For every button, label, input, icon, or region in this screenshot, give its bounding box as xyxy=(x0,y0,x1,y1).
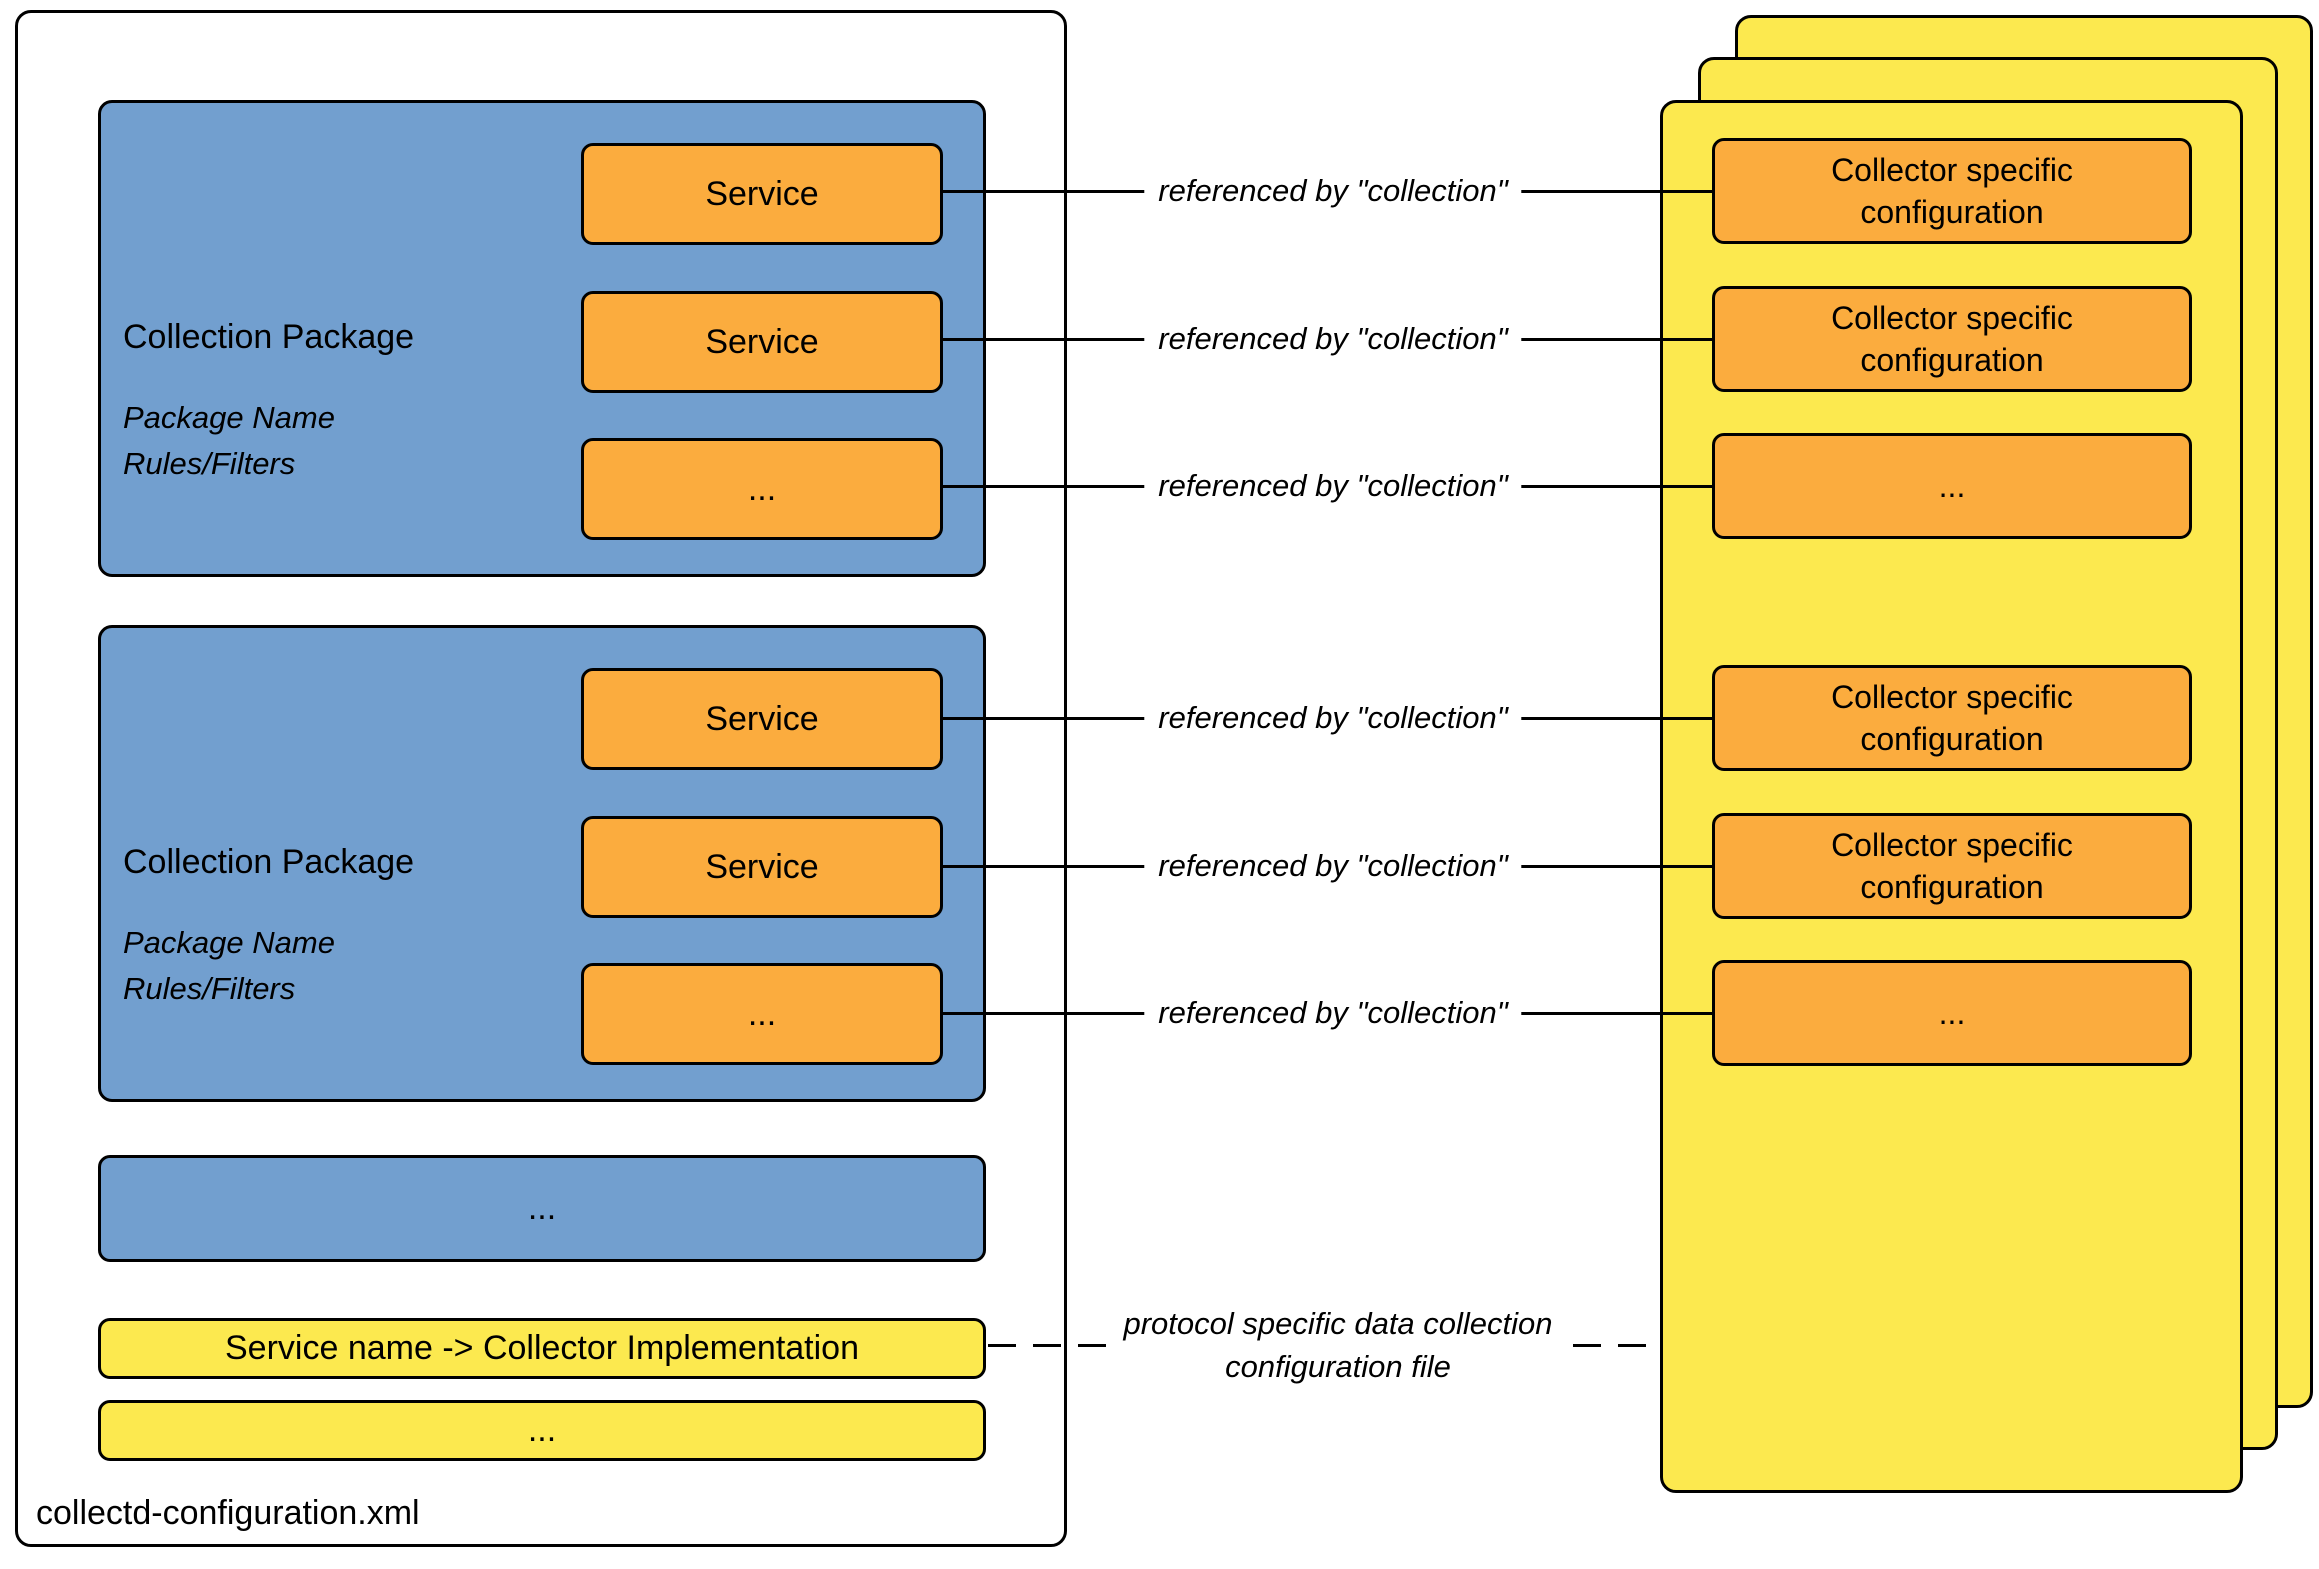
collector-config-box-1: Collector specific configuration xyxy=(1712,138,2192,244)
reference-label-1: referenced by "collection" xyxy=(1144,169,1522,213)
package-meta: Package Name Rules/Filters xyxy=(123,395,335,487)
protocol-label-line1: protocol specific data collection xyxy=(1123,1306,1553,1341)
collection-package-1: Collection Package Package Name Rules/Fi… xyxy=(98,100,986,577)
package-name-label: Package Name xyxy=(123,925,335,960)
reference-label-2: referenced by "collection" xyxy=(1144,317,1522,361)
rules-filters-label: Rules/Filters xyxy=(123,446,296,481)
reference-label-6: referenced by "collection" xyxy=(1144,991,1522,1035)
reference-label-5: referenced by "collection" xyxy=(1144,844,1522,888)
protocol-label: protocol specific data collection config… xyxy=(1113,1302,1563,1388)
file-name-label: collectd-configuration.xml xyxy=(36,1494,420,1532)
collector-config-ellipsis-box-1: ... xyxy=(1712,433,2192,539)
protocol-label-line2: configuration file xyxy=(1225,1349,1451,1384)
service-box-1: Service xyxy=(581,143,943,245)
service-box-4: Service xyxy=(581,816,943,918)
reference-label-3: referenced by "collection" xyxy=(1144,464,1522,508)
more-packages-box: ... xyxy=(98,1155,986,1262)
package-title: Collection Package xyxy=(123,843,415,881)
package-meta: Package Name Rules/Filters xyxy=(123,920,335,1012)
collector-config-ellipsis-box-2: ... xyxy=(1712,960,2192,1066)
service-ellipsis-box-2: ... xyxy=(581,963,943,1065)
package-name-label: Package Name xyxy=(123,400,335,435)
service-ellipsis-box-1: ... xyxy=(581,438,943,540)
rules-filters-label: Rules/Filters xyxy=(123,971,296,1006)
collection-package-2: Collection Package Package Name Rules/Fi… xyxy=(98,625,986,1102)
reference-label-4: referenced by "collection" xyxy=(1144,696,1522,740)
service-mapping-box: Service name -> Collector Implementation xyxy=(98,1318,986,1379)
more-mappings-box: ... xyxy=(98,1400,986,1461)
collector-config-box-4: Collector specific configuration xyxy=(1712,813,2192,919)
package-title: Collection Package xyxy=(123,318,415,356)
service-box-3: Service xyxy=(581,668,943,770)
service-box-2: Service xyxy=(581,291,943,393)
collector-config-box-3: Collector specific configuration xyxy=(1712,665,2192,771)
collector-config-box-2: Collector specific configuration xyxy=(1712,286,2192,392)
